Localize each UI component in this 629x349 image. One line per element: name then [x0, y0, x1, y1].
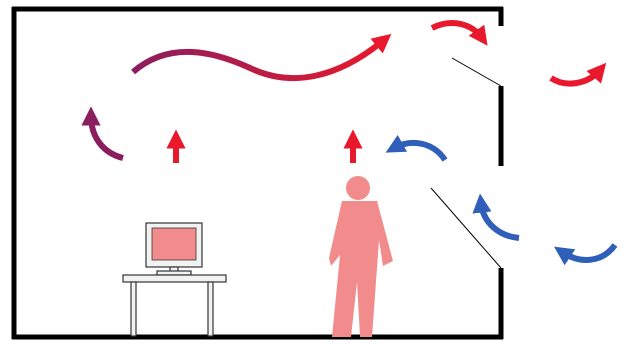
- cool-air-arrow-outside: [562, 245, 615, 260]
- monitor-screen: [152, 228, 196, 260]
- warm-air-exit-arrow-outside: [551, 70, 600, 84]
- left-circulation-arrow: [91, 116, 123, 158]
- window-openings: [431, 58, 501, 268]
- upper-window-sash: [452, 58, 501, 86]
- person-head: [346, 176, 370, 200]
- person-icon: [329, 176, 393, 337]
- monitor-base: [157, 271, 191, 275]
- cool-air-flows: [394, 143, 615, 260]
- person-body: [329, 201, 393, 337]
- mixed-air-flows: [91, 40, 384, 158]
- room-walls: [12, 7, 503, 339]
- ceiling-wave-arrow: [133, 40, 384, 78]
- desk-top: [123, 275, 226, 282]
- desk-with-computer: [123, 223, 226, 336]
- desk-leg-right: [208, 282, 213, 336]
- desk-leg-left: [131, 282, 136, 336]
- warm-air-exit-arrow-inside: [432, 23, 482, 38]
- cool-air-arrow-toward-person: [394, 143, 445, 160]
- cool-air-arrow-window: [481, 203, 519, 238]
- warm-air-flows: [176, 23, 600, 163]
